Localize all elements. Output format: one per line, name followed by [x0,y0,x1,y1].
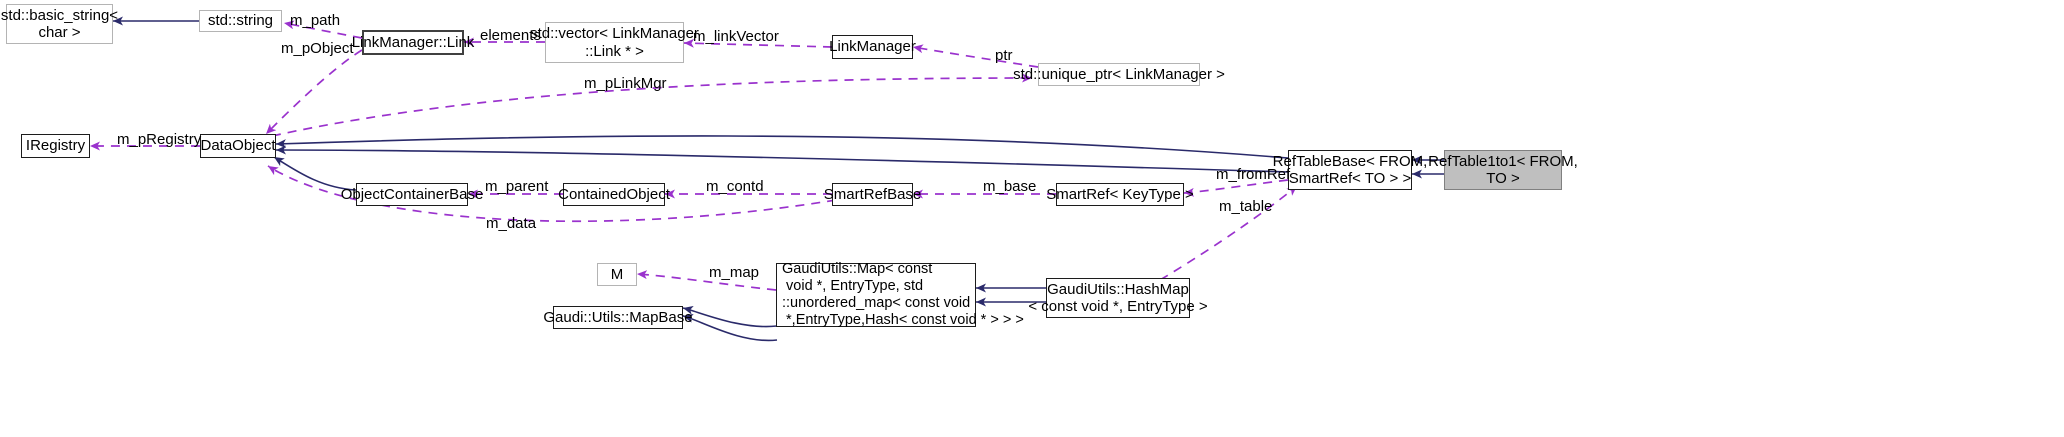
node-linkmanager-link[interactable]: LinkManager::Link [352,30,474,55]
edge-label-ptr: ptr [995,47,1013,64]
node-std-basic-string[interactable]: std::basic_string< char > [1,4,118,44]
node-dataobject[interactable]: DataObject [200,134,276,158]
node-std-vector-link[interactable]: std::vector< LinkManager ::Link * > [530,22,699,63]
edge-label-m-pregistry: m_pRegistry [117,131,202,148]
edge-label-m-contd: m_contd [706,178,764,195]
edge-label-m-pobject: m_pObject [281,40,354,57]
edge-label-m-fromref: m_fromRef [1216,166,1291,183]
edge-label-elements: elements [480,27,541,44]
node-reftable1to1[interactable]: RefTable1to1< FROM, TO > [1428,150,1578,190]
node-smartref-keytype[interactable]: SmartRef< KeyType > [1046,183,1194,206]
edge-label-m-table: m_table [1219,198,1273,215]
node-iregistry[interactable]: IRegistry [21,134,90,158]
node-objectcontainerbase[interactable]: ObjectContainerBase [341,183,483,206]
node-gaudiutils-map[interactable]: GaudiUtils::Map< const void *, EntryType… [776,261,1024,328]
node-gaudi-utils-mapbase[interactable]: Gaudi::Utils::MapBase [543,306,693,329]
node-reftablebase[interactable]: RefTableBase< FROM, SmartRef< TO > > [1273,150,1427,190]
node-m[interactable]: M [597,263,637,286]
node-linkmanager[interactable]: LinkManager [829,35,916,59]
node-smartrefbase[interactable]: SmartRefBase [824,183,921,206]
node-std-unique-ptr-linkmanager[interactable]: std::unique_ptr< LinkManager > [1013,63,1225,86]
node-gaudiutils-hashmap[interactable]: GaudiUtils::HashMap < const void *, Entr… [1028,278,1208,318]
edge-label-m-plinkmgr: m_pLinkMgr [584,75,667,92]
node-containedobject[interactable]: ContainedObject [558,183,670,206]
edge-label-m-linkvector: m_linkVector [693,28,779,45]
edge-label-m-path: m_path [290,12,341,29]
edge-label-m-map: m_map [709,264,760,281]
edge-label-m-parent: m_parent [485,178,549,195]
node-std-string[interactable]: std::string [199,10,282,32]
edge-label-m-data: m_data [486,215,537,232]
edge-label-m-base: m_base [983,178,1037,195]
